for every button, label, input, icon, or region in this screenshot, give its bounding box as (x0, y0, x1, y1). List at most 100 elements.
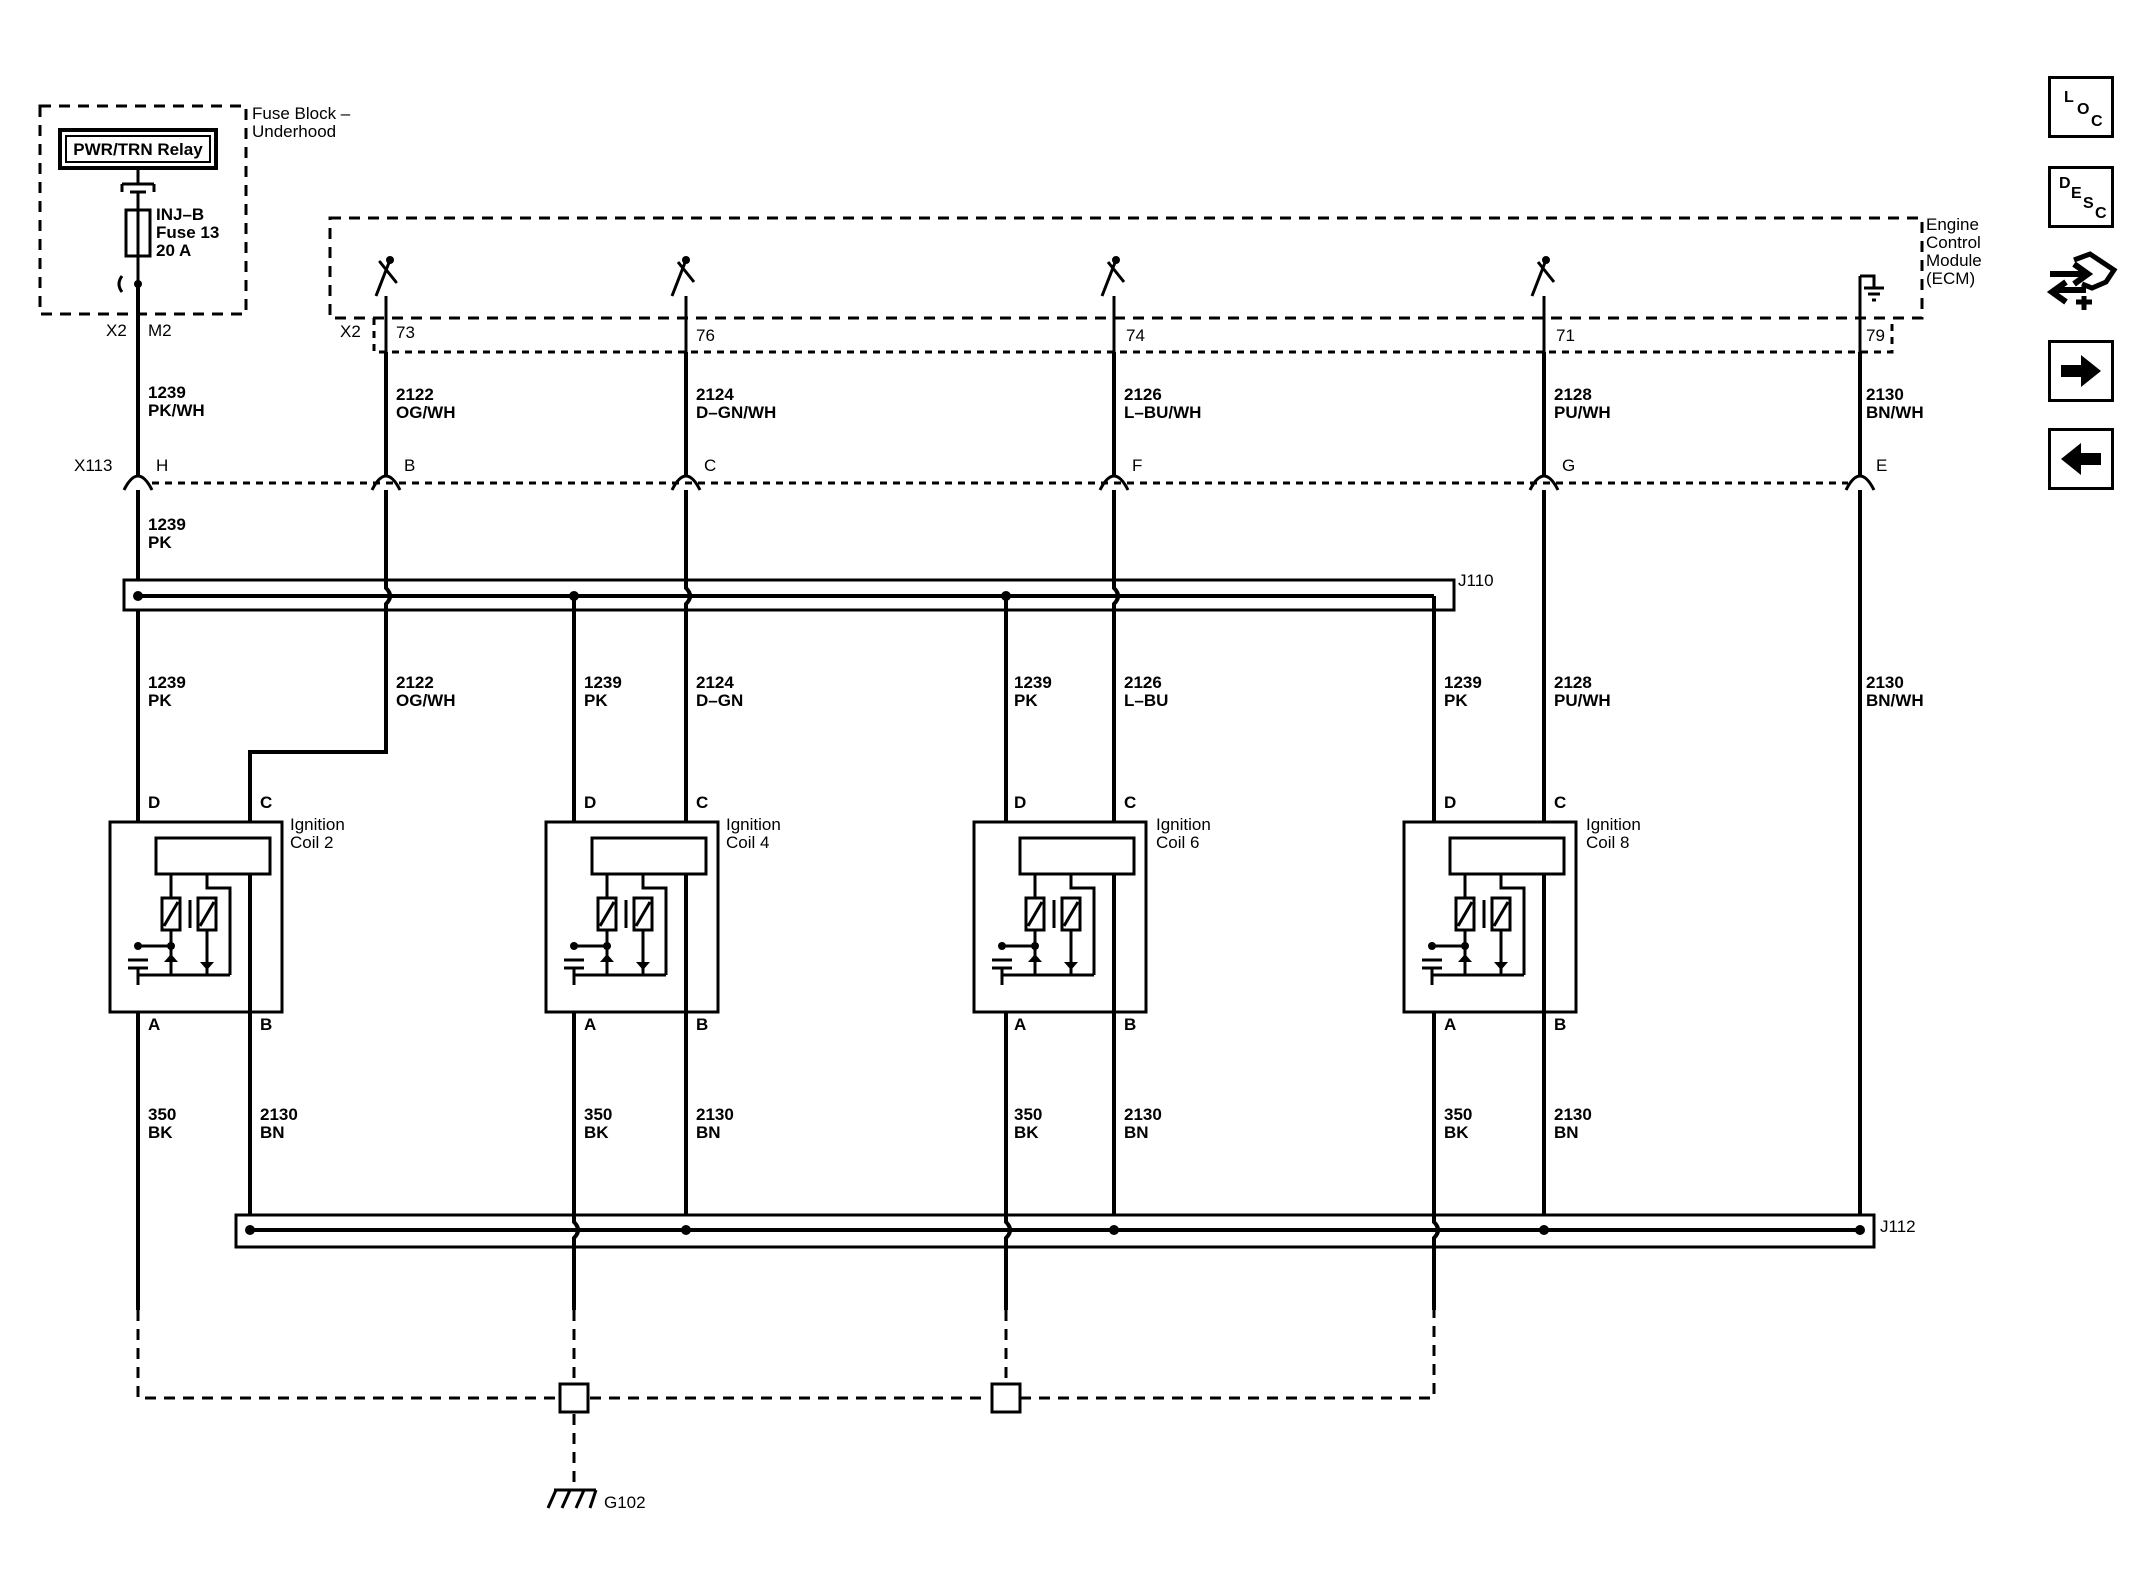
wire-2130-num: 2130 (1866, 385, 1904, 404)
coil8-ctrl-num: 2128 (1554, 673, 1592, 692)
coil4-ground-num: 350 (584, 1105, 612, 1124)
ecm-title-1: Engine (1926, 215, 1979, 234)
description-view-button[interactable]: D E S C (2048, 166, 2114, 228)
wire-labels-top: 1239 PK/WH 2122 OG/WH 2124 D–GN/WH 2126 … (148, 383, 1924, 422)
wire-2126-color: L–BU/WH (1124, 403, 1201, 422)
coil2-title-2: Coil 2 (290, 833, 333, 852)
relay-contact-symbol (120, 168, 156, 194)
ground-network: G102 (136, 1310, 1436, 1512)
coil6-ground-color: BK (1014, 1123, 1039, 1142)
desc-letter-d: D (2059, 175, 2071, 192)
ground-splice-2 (990, 1382, 1022, 1414)
coil6-ground-num: 350 (1014, 1105, 1042, 1124)
coil8-pin-d: D (1444, 793, 1456, 812)
previous-page-button[interactable] (2048, 428, 2114, 490)
coil6-feed-num: 1239 (1014, 673, 1052, 692)
ground-splice-1 (558, 1382, 590, 1414)
ecm-pin-74: 74 (1126, 326, 1145, 345)
coil6-pin-d: D (1014, 793, 1026, 812)
ecm-pin-79: 79 (1866, 326, 1885, 345)
coil8-ground-color: BK (1444, 1123, 1469, 1142)
x113-pin-e: E (1876, 456, 1887, 475)
coil6-ctrl-color: L–BU (1124, 691, 1168, 710)
x113-pin-f: F (1132, 456, 1142, 475)
desc-letter-s: S (2083, 195, 2094, 212)
ecm-title-4: (ECM) (1926, 269, 1975, 288)
ground-ref-num: 2130 (1866, 673, 1904, 692)
fuse-block: Fuse Block – Underhood PWR/TRN Relay INJ… (38, 104, 351, 340)
wire-2128-num: 2128 (1554, 385, 1592, 404)
location-view-button[interactable]: L O C (2048, 76, 2114, 138)
desc-letter-e: E (2071, 185, 2082, 202)
connector-view-icon[interactable] (2046, 244, 2118, 320)
loc-letter-c: C (2091, 113, 2103, 130)
fuse-name: INJ–B (156, 205, 204, 224)
ground-g102-label: G102 (604, 1493, 646, 1512)
coil4-ctrl-color: D–GN (696, 691, 743, 710)
fuse-block-title-2: Underhood (252, 122, 336, 141)
wire-2130-color: BN/WH (1866, 403, 1924, 422)
ignition-coil-8 (1402, 820, 1578, 1014)
ignition-coil-6 (972, 820, 1148, 1014)
fuse-number: Fuse 13 (156, 223, 219, 242)
next-page-button[interactable] (2048, 340, 2114, 402)
loc-letter-l: L (2064, 89, 2074, 106)
x113-pin-b: B (404, 456, 415, 475)
coil4-feed-num: 1239 (584, 673, 622, 692)
ecm-driver-switch-73 (374, 256, 398, 352)
ground-g102-icon (546, 1488, 598, 1509)
wires-j110-coils (136, 596, 1862, 1230)
splice-j112: J112 (234, 1213, 1916, 1249)
coil6-title-1: Ignition (1156, 815, 1211, 834)
coil8-pin-a: A (1444, 1015, 1456, 1034)
coil2-ctrl-num: 2122 (396, 673, 434, 692)
coil4-pin-a: A (584, 1015, 596, 1034)
coil6-title-2: Coil 6 (1156, 833, 1199, 852)
coil2-ground-color: BK (148, 1123, 173, 1142)
ecm-connector: X2 (340, 322, 361, 341)
ecm-driver-switch-76 (670, 256, 696, 352)
ecm-pin-76: 76 (696, 326, 715, 345)
wire-2122-color: OG/WH (396, 403, 456, 422)
ignition-coil-4 (544, 820, 720, 1014)
ecm-module: Engine Control Module (ECM) X2 7 (328, 215, 1982, 354)
coil4-ref-color: BN (696, 1123, 721, 1142)
coil6-pin-b: B (1124, 1015, 1136, 1034)
connector-x113: X113 H B C F G E (74, 456, 1887, 491)
splice-j112-label: J112 (1880, 1217, 1916, 1236)
coil4-pin-b: B (696, 1015, 708, 1034)
ecm-driver-switch-74 (1100, 256, 1126, 352)
ecm-ground-symbol (1858, 274, 1884, 352)
coil4-feed-color: PK (584, 691, 608, 710)
next-arrow-icon (2061, 355, 2101, 387)
coil6-feed-color: PK (1014, 691, 1038, 710)
fuse-rating: 20 A (156, 241, 191, 260)
fuse-block-terminal (117, 275, 124, 293)
loc-letter-o: O (2077, 101, 2090, 118)
coil8-feed-color: PK (1444, 691, 1468, 710)
ignition-coil-2 (108, 820, 284, 1014)
coil8-feed-num: 1239 (1444, 673, 1482, 692)
coil2-feed-num: 1239 (148, 673, 186, 692)
wire-labels-mid: 1239 PK 2122 OG/WH 1239 PK 2124 D–GN 123… (148, 673, 1924, 710)
coil4-title-1: Ignition (726, 815, 781, 834)
coil2-ref-color: BN (260, 1123, 285, 1142)
wires-upper (136, 284, 1862, 475)
coil2-pin-d: D (148, 793, 160, 812)
ecm-title-2: Control (1926, 233, 1981, 252)
wire-1239-pk-num: 1239 (148, 515, 186, 534)
x113-pin-c: C (704, 456, 716, 475)
fuse-block-title-1: Fuse Block – (252, 104, 351, 123)
relay-label: PWR/TRN Relay (73, 140, 203, 159)
x113-pin-h: H (156, 456, 168, 475)
ecm-driver-switch-71 (1530, 256, 1556, 352)
previous-arrow-icon (2061, 443, 2101, 475)
coil4-pin-c: C (696, 793, 708, 812)
wire-2128-color: PU/WH (1554, 403, 1611, 422)
wire-1239-num: 1239 (148, 383, 186, 402)
coil4-pin-d: D (584, 793, 596, 812)
ecm-pin-71: 71 (1556, 326, 1575, 345)
coil4-ground-color: BK (584, 1123, 609, 1142)
coil6-ref-num: 2130 (1124, 1105, 1162, 1124)
coil8-ref-color: BN (1554, 1123, 1579, 1142)
